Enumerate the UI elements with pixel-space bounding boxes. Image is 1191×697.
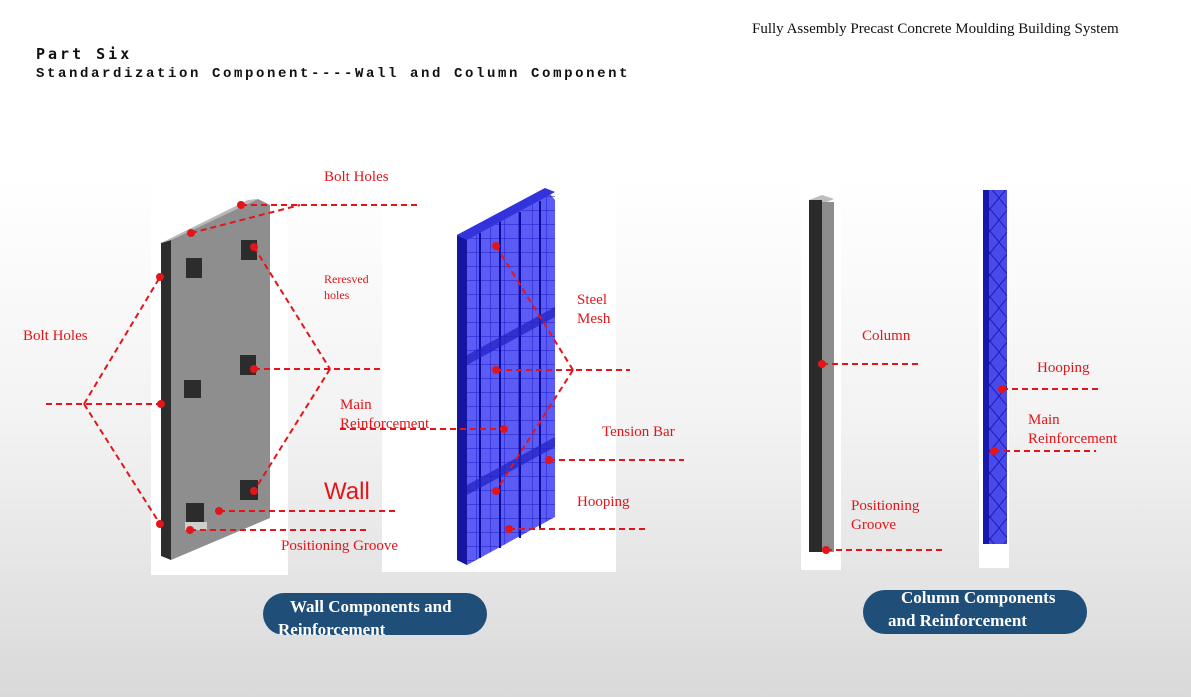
annotation-leaders [46,204,1098,551]
label-main-reinforcement-col-1: Main [1028,412,1060,428]
wall-components-button[interactable]: Wall Components and Reinforcement [263,593,487,639]
part-heading: Part Six [36,45,133,63]
section-subtitle: Standardization Component----Wall and Co… [36,66,631,82]
precast-wall-panel [161,199,270,560]
label-reserved-holes-1: Reresved [324,272,369,286]
wall-components-line2: Reinforcement [278,620,386,639]
label-hooping-wall: Hooping [577,494,630,510]
column-components-line1: Column Components [901,588,1056,607]
label-wall: Wall [324,478,370,505]
label-steel-mesh-2: Mesh [577,311,611,327]
document-title: Fully Assembly Precast Concrete Moulding… [752,21,1119,37]
label-bolt-holes-top: Bolt Holes [324,169,389,185]
label-tension-bar: Tension Bar [602,424,675,440]
label-main-reinforcement-wall-2: Reinforcement [340,416,430,432]
wall-components-line1: Wall Components and [290,597,452,616]
annotation-dots [156,201,1006,554]
label-bolt-holes-left: Bolt Holes [23,328,88,344]
label-hooping-col: Hooping [1037,360,1090,376]
precast-column [809,195,834,552]
label-positioning-groove-wall: Positioning Groove [281,538,399,554]
wall-reinforcement-cage [457,188,555,565]
label-column: Column [862,328,911,344]
column-reinforcement-cage [983,190,1007,544]
label-main-reinforcement-wall-1: Main [340,397,372,413]
label-positioning-groove-col-1: Positioning [851,498,920,514]
label-positioning-groove-col-2: Groove [851,517,896,533]
label-steel-mesh-1: Steel [577,292,607,308]
column-components-line2: and Reinforcement [888,611,1027,630]
label-reserved-holes-2: holes [324,288,350,302]
column-components-button[interactable]: Column Components and Reinforcement [863,588,1087,634]
label-main-reinforcement-col-2: Reinforcement [1028,431,1118,447]
